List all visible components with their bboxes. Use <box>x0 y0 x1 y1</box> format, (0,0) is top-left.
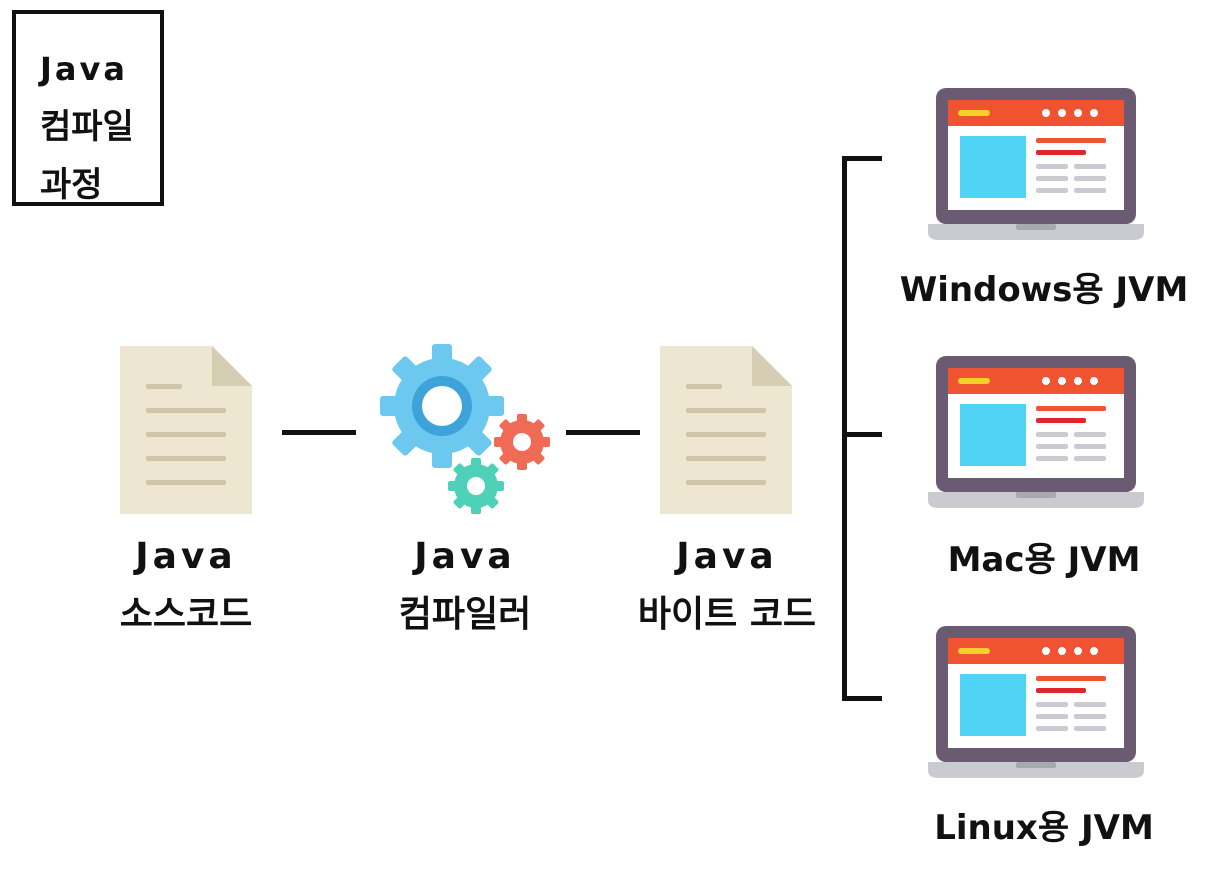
bytecode-label: Java 바이트 코드 <box>620 528 834 644</box>
platform-bracket-bottom <box>842 696 882 701</box>
source-code-label-bottom: 소스코드 <box>119 594 253 635</box>
compiler-label-bottom: 컴파일러 <box>398 594 532 635</box>
bytecode-label-top: Java <box>676 536 778 577</box>
bytecode-label-bottom: 바이트 코드 <box>637 594 817 635</box>
mac-jvm-label: Mac용 JVM <box>947 540 1141 580</box>
bytecode-document-icon <box>660 346 792 514</box>
compiler-gears-icon <box>380 344 552 516</box>
source-code-document-icon <box>120 346 252 514</box>
platform-bracket-top <box>842 156 882 161</box>
windows-jvm-label: Windows용 JVM <box>899 270 1189 310</box>
source-code-label: Java 소스코드 <box>96 528 276 644</box>
title-line-3: 과정 <box>40 165 103 205</box>
source-code-label-top: Java <box>135 536 237 577</box>
platform-bracket-vertical <box>842 156 847 701</box>
title-box: Java 컴파일 과정 <box>12 10 164 206</box>
platform-bracket-middle <box>842 432 882 437</box>
compiler-label-top: Java <box>414 536 516 577</box>
title-line-2: 컴파일 <box>40 107 134 147</box>
linux-jvm-label: Linux용 JVM <box>934 808 1154 848</box>
windows-laptop-icon <box>928 88 1144 240</box>
linux-laptop-icon <box>928 626 1144 778</box>
title-line-1: Java <box>40 50 128 88</box>
compiler-label: Java 컴파일러 <box>370 528 560 644</box>
connector-compiler-to-bytecode <box>566 430 640 435</box>
connector-source-to-compiler <box>282 430 356 435</box>
mac-laptop-icon <box>928 356 1144 508</box>
